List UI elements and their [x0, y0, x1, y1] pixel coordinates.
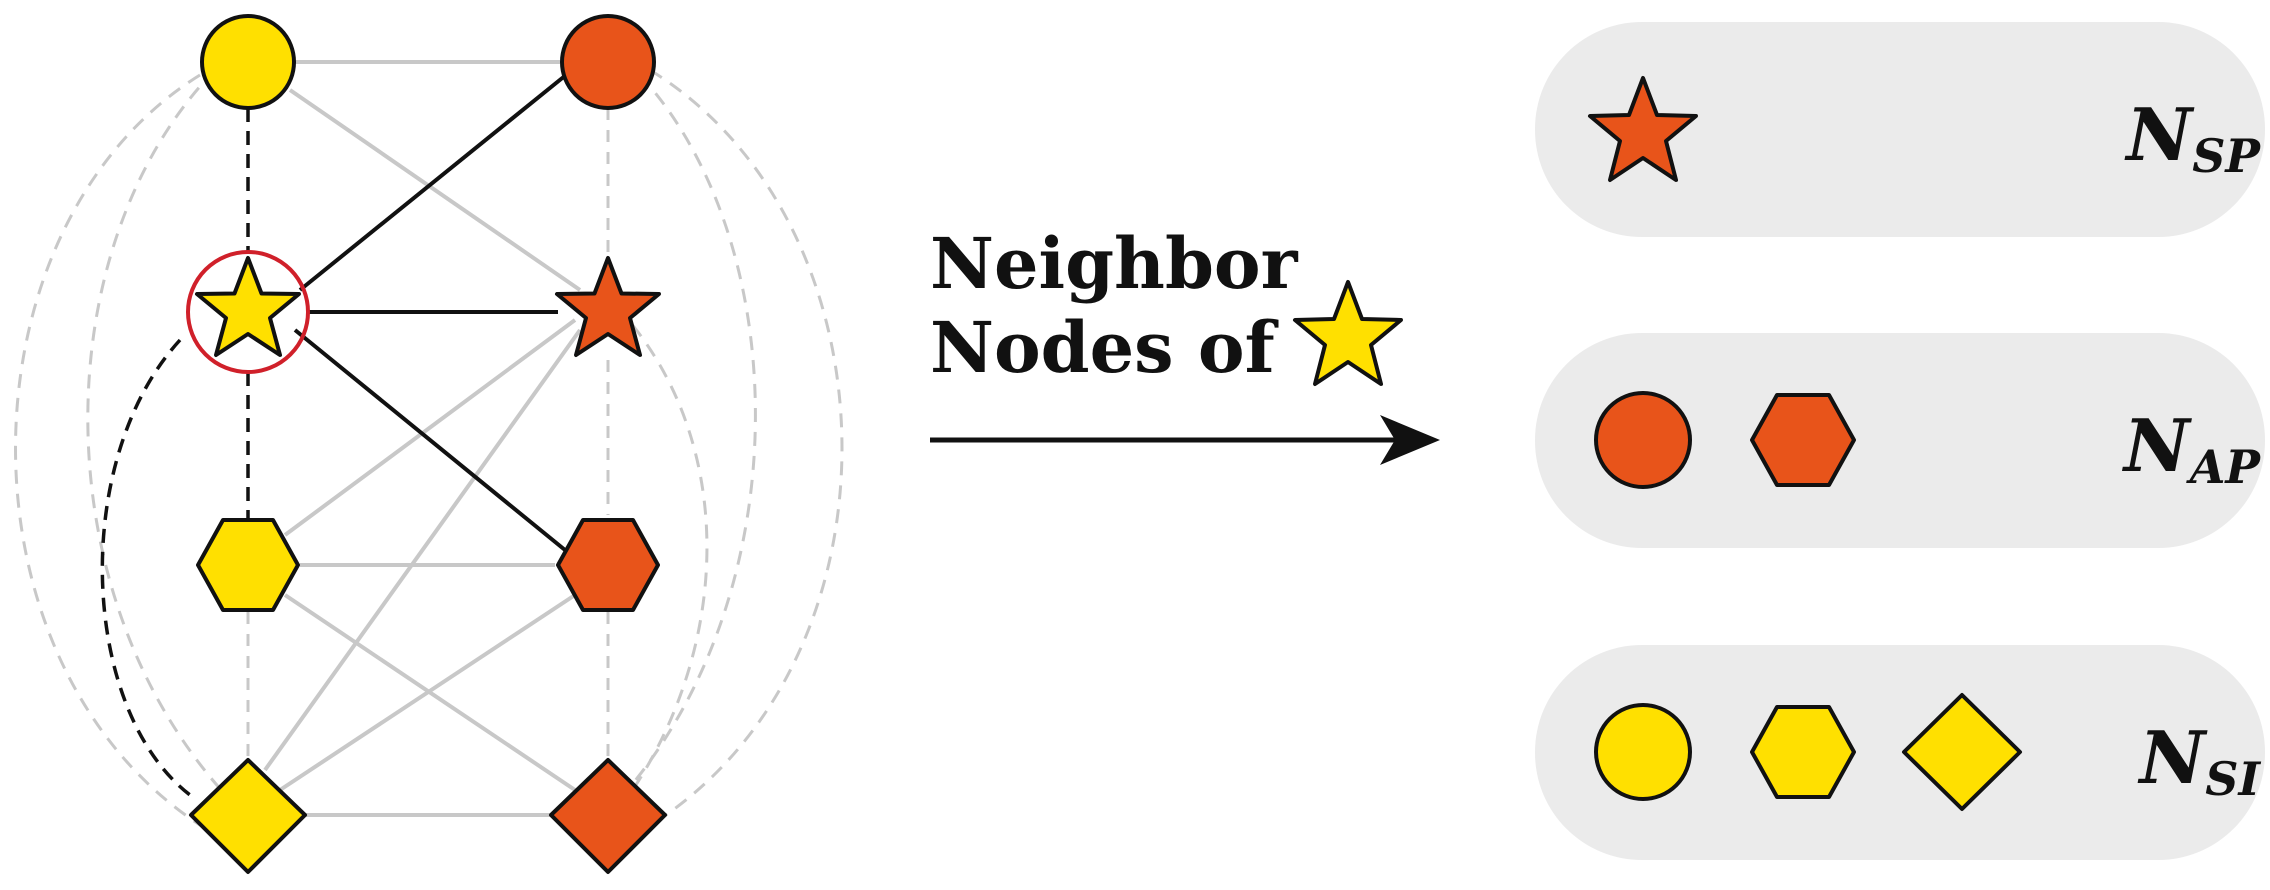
edge-ystar-ohex — [293, 328, 567, 552]
neighbor-dashed-edges — [100, 108, 250, 797]
edge-ostar-yhex — [283, 318, 577, 537]
orange-hexagon-icon — [1750, 393, 1856, 487]
edge-ystar-ocircle — [298, 73, 568, 292]
set-panel-sp: NSP — [1535, 22, 2265, 237]
edge-ystar-ydiamond — [100, 338, 192, 797]
caption: Neighbor Nodes of — [930, 222, 1403, 389]
panel-background — [1535, 333, 2265, 548]
set-label-sp: NSP — [2124, 92, 2261, 183]
edge-ycircle-ostar — [288, 88, 582, 292]
node-orange-hexagon — [556, 518, 660, 612]
faint-dashed-arcs — [14, 68, 844, 842]
node-orange-circle — [560, 14, 656, 110]
arc-right-short — [598, 288, 709, 816]
arc-right-outer — [624, 68, 844, 842]
neighbor-solid-edges — [293, 73, 568, 552]
arc-right-inner — [598, 73, 757, 822]
arc-left-outer — [14, 73, 226, 842]
orange-star-icon — [1588, 76, 1698, 182]
node-yellow-hexagon — [196, 518, 300, 612]
panel-background — [1535, 645, 2265, 860]
graph — [14, 14, 844, 874]
edge-ostar-ydiamond — [263, 328, 582, 772]
set-panel-ap: NAP — [1535, 333, 2265, 548]
node-yellow-star — [195, 256, 301, 357]
highlight-ring — [186, 250, 310, 374]
node-yellow-diamond — [189, 758, 307, 874]
set-panel-si: NSI — [1535, 645, 2265, 860]
orange-circle-icon — [1594, 391, 1692, 489]
caption-line-1: Neighbor — [930, 222, 1299, 305]
faint-solid-edges — [263, 60, 582, 817]
node-orange-diamond — [549, 758, 667, 874]
node-orange-star — [555, 256, 661, 357]
caption-line-2: Nodes of — [930, 306, 1279, 389]
yellow-hexagon-icon — [1750, 705, 1856, 799]
graph-nodes — [189, 14, 667, 874]
yellow-diamond-icon — [1902, 693, 2022, 811]
set-label-si: NSI — [2137, 715, 2261, 806]
node-yellow-circle — [200, 14, 296, 110]
arc-left-inner — [86, 68, 252, 822]
panel-background — [1535, 22, 2265, 237]
faint-dashed-verticals — [246, 108, 610, 760]
set-label-ap: NAP — [2122, 403, 2262, 494]
yellow-star-icon — [1293, 280, 1403, 386]
edge-ohex-ydiamond — [278, 593, 577, 792]
yellow-circle-icon — [1594, 703, 1692, 801]
